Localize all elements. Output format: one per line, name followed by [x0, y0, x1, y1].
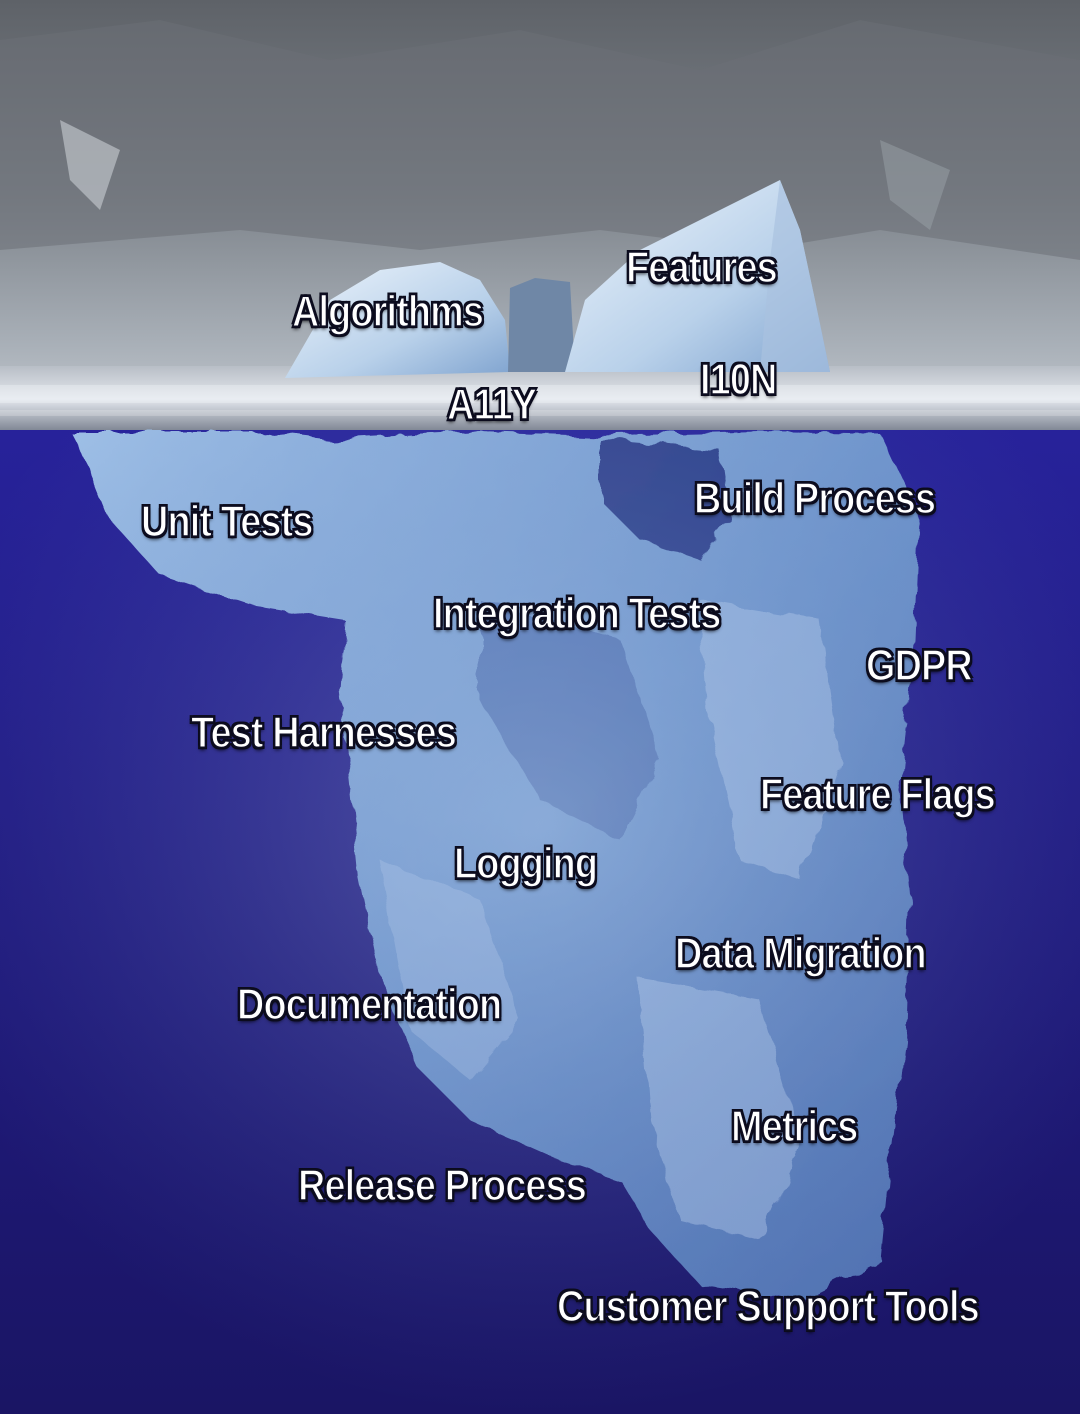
label-gdpr: GDPR — [865, 641, 973, 690]
label-release-process: Release Process — [297, 1161, 587, 1210]
label-documentation: Documentation — [236, 980, 502, 1029]
label-build-process: Build Process — [693, 474, 936, 523]
label-unit-tests: Unit Tests — [140, 497, 314, 546]
label-test-harnesses: Test Harnesses — [190, 708, 457, 757]
label-algorithms: Algorithms — [291, 287, 484, 336]
label-metrics: Metrics — [730, 1102, 859, 1151]
label-a11y: A11Y — [446, 380, 537, 429]
label-integration-tests: Integration Tests — [432, 589, 722, 638]
label-feature-flags: Feature Flags — [759, 770, 996, 819]
label-features: Features — [625, 243, 778, 292]
label-i10n: I10N — [699, 355, 778, 404]
label-data-migration: Data Migration — [674, 929, 927, 978]
label-logging: Logging — [453, 839, 598, 888]
label-customer-support-tools: Customer Support Tools — [556, 1282, 980, 1331]
